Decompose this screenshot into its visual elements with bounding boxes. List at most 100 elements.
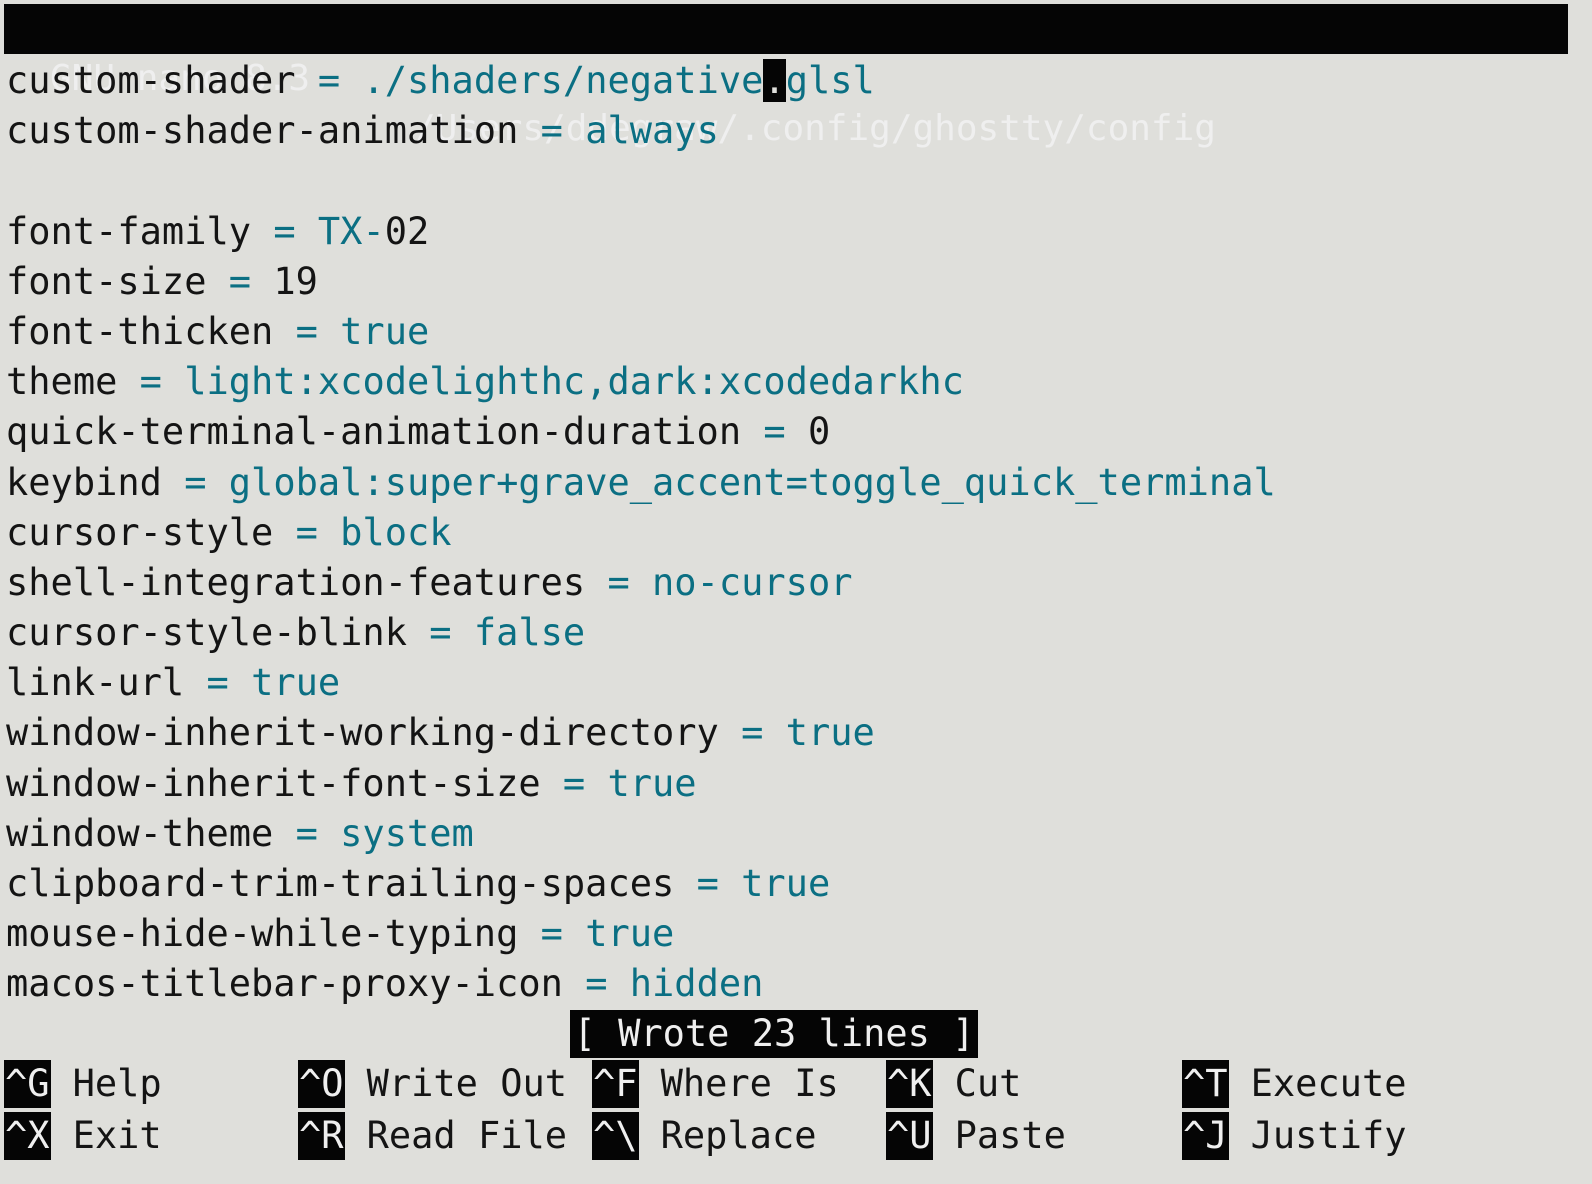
text-cursor: . (763, 59, 786, 102)
config-key: cursor-style (6, 510, 274, 554)
config-key: font-family (6, 209, 252, 253)
config-value: true (585, 912, 675, 956)
app-version: GNU nano 8.3 (50, 58, 311, 99)
shortcut-label: Read File (366, 1114, 568, 1157)
shortcut-label: Execute (1250, 1062, 1407, 1105)
config-line[interactable]: cursor-style = block (6, 508, 1566, 558)
shortcut-key: ^G (4, 1060, 51, 1108)
config-key: quick-terminal-animation-duration (6, 410, 742, 454)
config-line[interactable]: quick-terminal-animation-duration = 0 (6, 407, 1566, 457)
config-value: no-cursor (652, 560, 853, 604)
config-value: global:super+grave_accent=toggle_quick_t… (228, 460, 1276, 504)
config-value: always (585, 109, 719, 153)
config-key: mouse-hide-while-typing (6, 912, 519, 956)
shortcut-label: Write Out (366, 1062, 568, 1105)
config-value: system (340, 811, 474, 855)
config-value: true (251, 661, 341, 705)
config-equals: = (540, 109, 563, 153)
config-equals: = (228, 259, 252, 303)
file-path: /Users/ddegraw/.config/ghostty/config (414, 108, 1216, 149)
config-value-rest: glsl (785, 59, 875, 102)
config-line[interactable]: window-theme = system (6, 809, 1566, 859)
shortcut-label: Paste (954, 1114, 1066, 1157)
shortcut-cut[interactable]: ^K Cut (886, 1060, 1021, 1108)
config-value: true (340, 309, 430, 353)
config-equals: = (562, 761, 586, 805)
shortcut-label: Cut (954, 1062, 1022, 1105)
config-value: false (473, 611, 586, 655)
shortcut-key: ^J (1182, 1112, 1229, 1160)
shortcut-replace[interactable]: ^\ Replace (592, 1112, 817, 1160)
config-line[interactable]: mouse-hide-while-typing = true (6, 909, 1566, 959)
shortcut-write-out[interactable]: ^O Write Out (298, 1060, 567, 1108)
config-key: custom-shader-animation (6, 109, 519, 153)
config-value: true (785, 711, 875, 755)
config-key: font-thicken (6, 309, 274, 353)
config-value: true (741, 862, 831, 905)
editor-buffer[interactable]: custom-shader = ./shaders/negative.glsl … (6, 56, 1566, 1010)
config-line[interactable]: font-family = TX-02 (6, 207, 1566, 257)
config-equals: = (273, 209, 296, 253)
shortcut-key: ^K (886, 1060, 933, 1108)
config-equals: = (607, 560, 630, 604)
config-line[interactable]: window-inherit-working-directory = true (6, 708, 1566, 758)
config-key: font-size (6, 259, 207, 303)
shortcut-where-is[interactable]: ^F Where Is (592, 1060, 839, 1108)
shortcut-label: Where Is (660, 1062, 839, 1105)
config-equals: = (585, 962, 608, 1006)
config-equals: = (429, 611, 452, 655)
config-line[interactable]: macos-titlebar-proxy-icon = hidden (6, 959, 1566, 1009)
config-key: window-inherit-font-size (6, 761, 541, 805)
config-equals: = (295, 811, 318, 855)
config-number: 19 (273, 259, 318, 303)
config-equals: = (295, 510, 318, 554)
shortcut-label: Justify (1250, 1114, 1407, 1157)
config-number: 0 (807, 410, 831, 454)
config-line[interactable]: font-size = 19 (6, 257, 1566, 307)
config-key: window-theme (6, 811, 274, 855)
shortcut-label: Replace (660, 1114, 817, 1157)
config-equals: = (763, 410, 786, 454)
config-key: theme (6, 360, 118, 404)
config-line[interactable]: font-thicken = true (6, 307, 1566, 357)
config-equals: = (184, 460, 207, 504)
config-number: 02 (384, 209, 430, 253)
config-equals: = (206, 661, 229, 705)
config-line[interactable]: keybind = global:super+grave_accent=togg… (6, 458, 1566, 508)
config-key: link-url (6, 661, 185, 705)
blank-line[interactable] (6, 156, 1566, 206)
config-line[interactable]: custom-shader-animation = always (6, 106, 1566, 156)
nano-titlebar: GNU nano 8.3 /Users/ddegraw/.config/ghos… (4, 4, 1568, 149)
shortcut-key: ^F (592, 1060, 639, 1108)
shortcut-key: ^O (298, 1060, 345, 1108)
config-equals: = (741, 711, 764, 755)
config-key: custom-shader (6, 59, 296, 102)
status-message: [ Wrote 23 lines ] (570, 1010, 978, 1058)
config-key: clipboard-trim-trailing-spaces (6, 862, 675, 905)
config-line[interactable]: theme = light:xcodelighthc,dark:xcodedar… (6, 357, 1566, 407)
config-line[interactable]: window-inherit-font-size = true (6, 759, 1566, 809)
config-equals: = (139, 360, 162, 404)
config-line[interactable]: custom-shader = ./shaders/negative.glsl (6, 56, 1566, 106)
config-line[interactable]: link-url = true (6, 658, 1566, 708)
config-equals: = (696, 862, 719, 905)
shortcut-key: ^X (4, 1112, 51, 1160)
config-value: ./shaders/negative (362, 59, 764, 102)
config-value: TX- (317, 209, 385, 253)
shortcut-key: ^\ (592, 1112, 639, 1160)
config-value: true (607, 761, 697, 805)
config-key: cursor-style-blink (6, 611, 407, 655)
config-line[interactable]: shell-integration-features = no-cursor (6, 558, 1566, 608)
config-equals: = (540, 912, 563, 956)
config-equals: = (295, 309, 318, 353)
config-line[interactable]: cursor-style-blink = false (6, 608, 1566, 658)
shortcut-justify[interactable]: ^J Justify (1182, 1112, 1407, 1160)
config-line[interactable]: clipboard-trim-trailing-spaces = true (6, 859, 1566, 909)
